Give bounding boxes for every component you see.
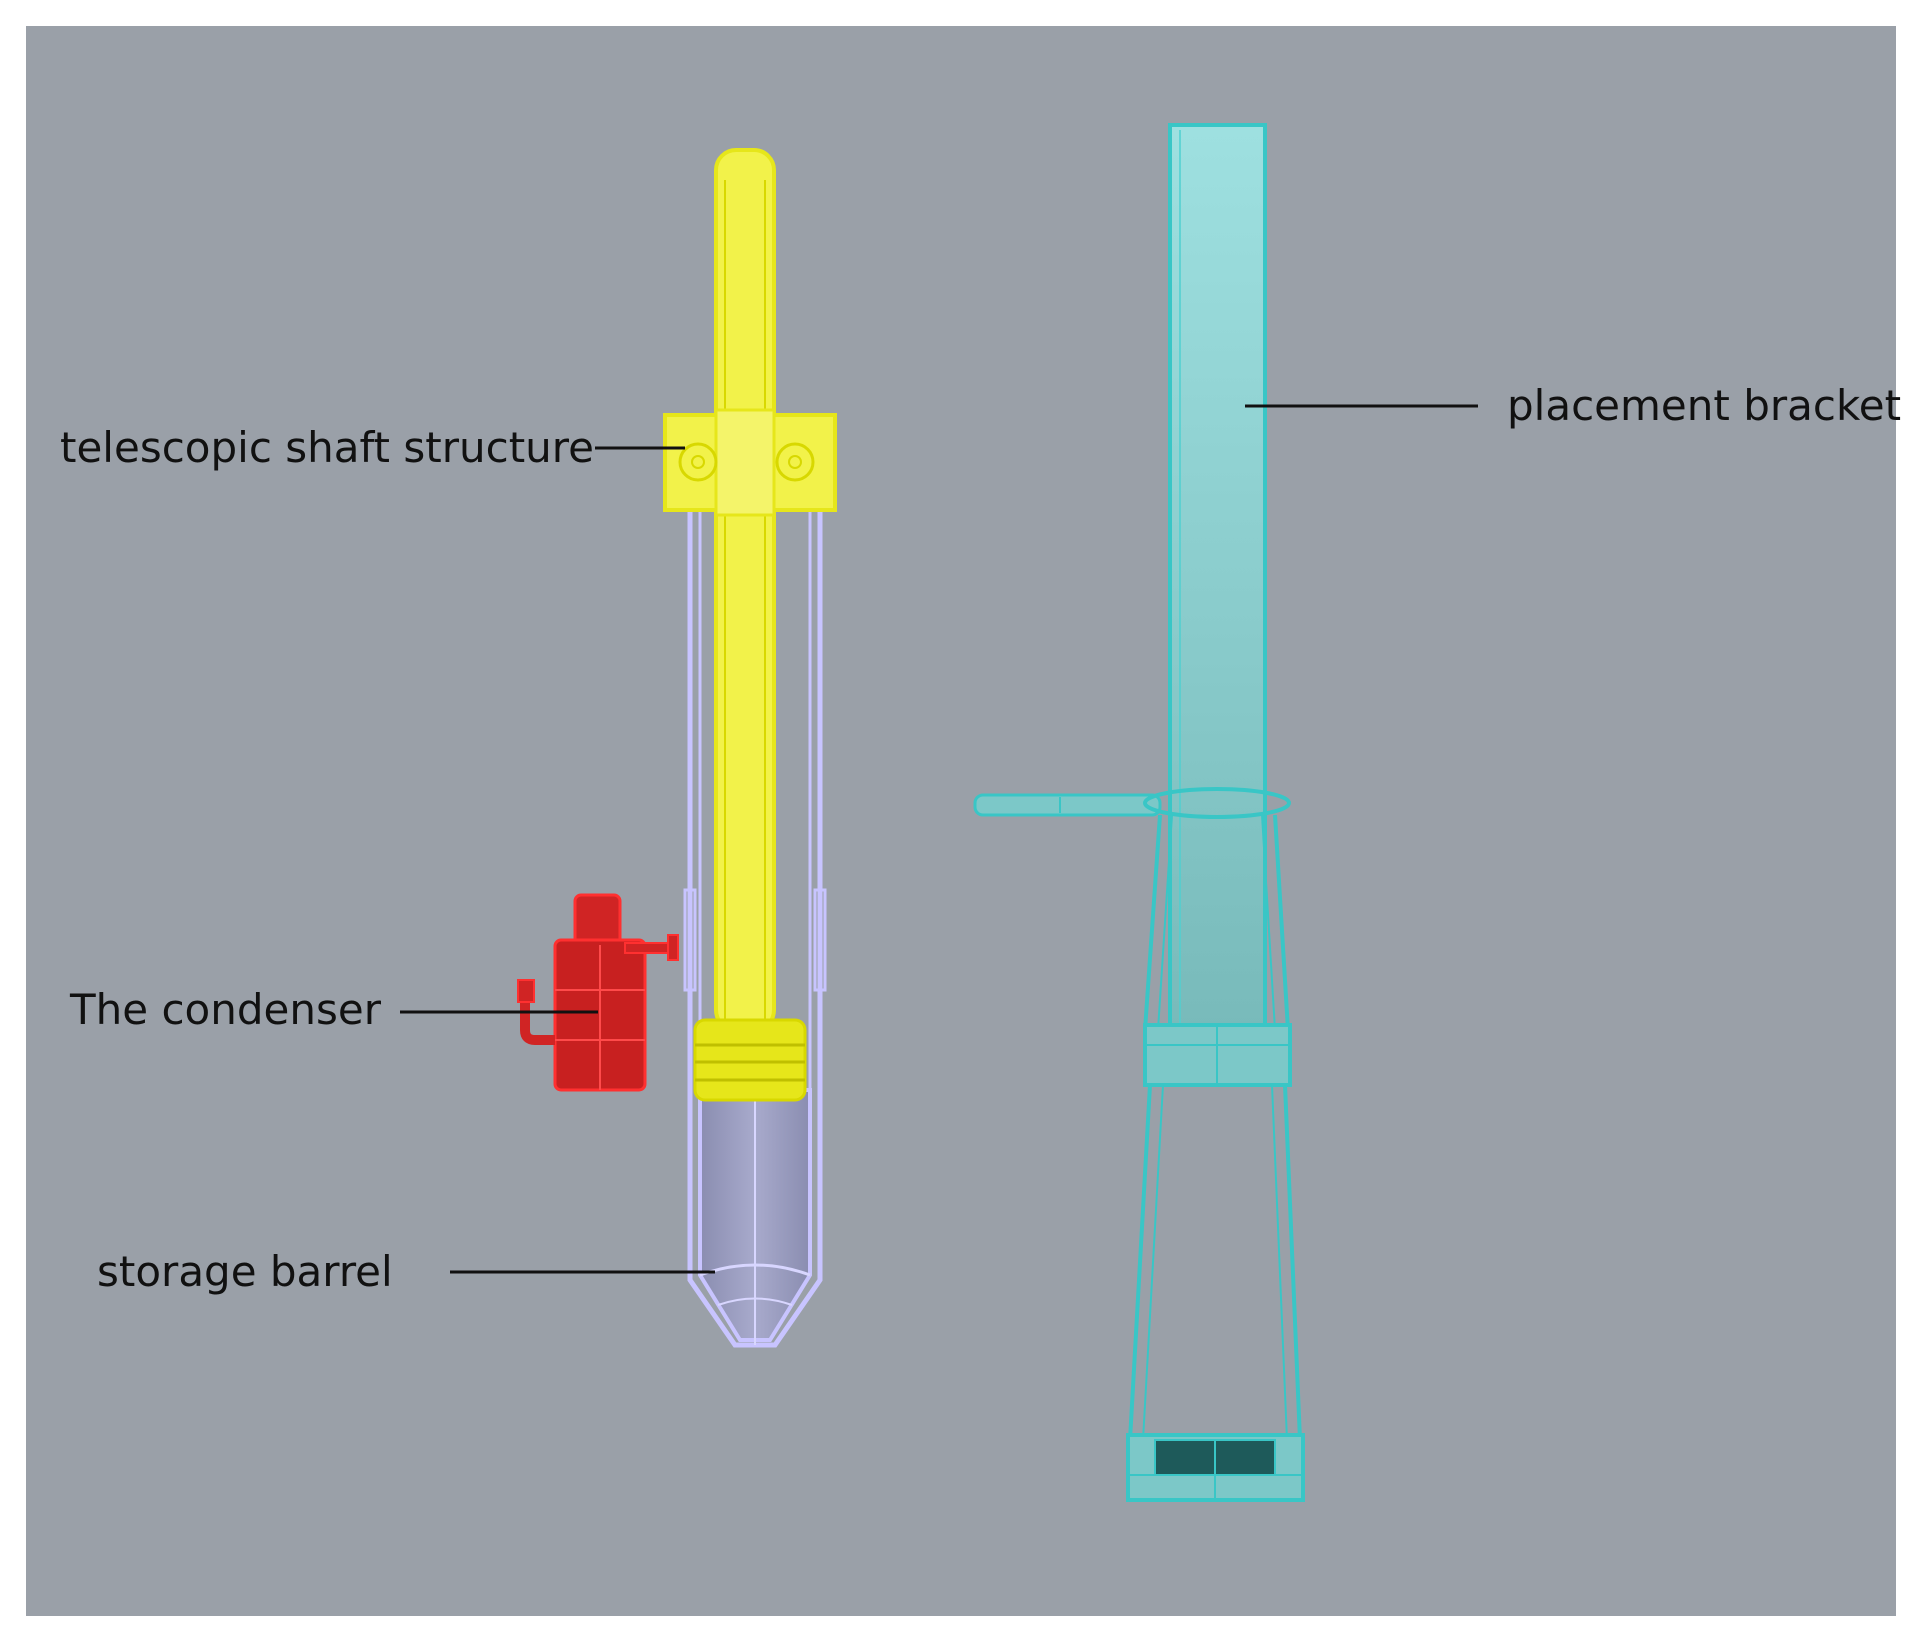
condenser-illustration [517, 893, 679, 1092]
label-condenser: The condenser [69, 985, 382, 1034]
label-placement-bracket: placement bracket [1507, 381, 1901, 430]
label-telescopic-shaft: telescopic shaft structure [60, 423, 594, 472]
canvas-background [26, 26, 1896, 1616]
label-storage-barrel: storage barrel [97, 1247, 393, 1296]
placement-bracket-illustration [973, 123, 1305, 1502]
telescopic-shaft-illustration [663, 148, 837, 1102]
storage-barrel-illustration [683, 505, 827, 1348]
